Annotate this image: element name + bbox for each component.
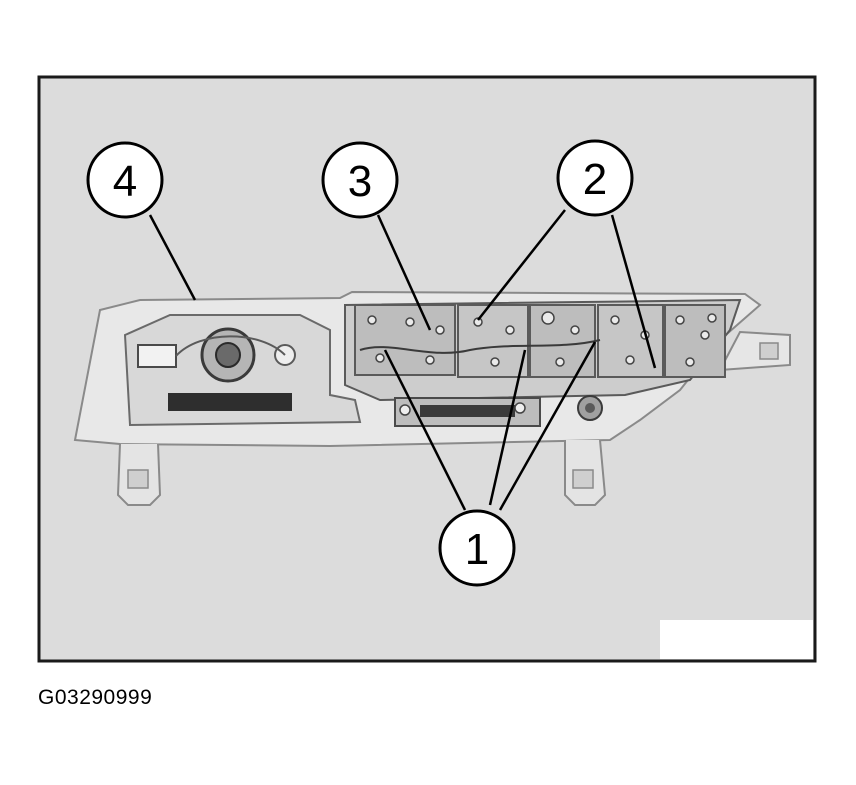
panel-white-corner xyxy=(660,620,813,659)
circuit-board xyxy=(344,298,742,427)
leader-lines xyxy=(148,209,657,511)
callout-3: 3 xyxy=(321,141,399,219)
callout-2: 2 xyxy=(556,139,634,217)
callout-2-label: 2 xyxy=(583,155,607,204)
callout-4: 4 xyxy=(86,141,164,219)
figure-caption: G03290999 xyxy=(38,686,153,709)
callout-3-label: 3 xyxy=(348,157,372,206)
left-lamp-module xyxy=(123,314,362,427)
callout-4-label: 4 xyxy=(113,157,137,206)
callout-1: 1 xyxy=(438,509,516,587)
callout-1-label: 1 xyxy=(465,525,489,574)
